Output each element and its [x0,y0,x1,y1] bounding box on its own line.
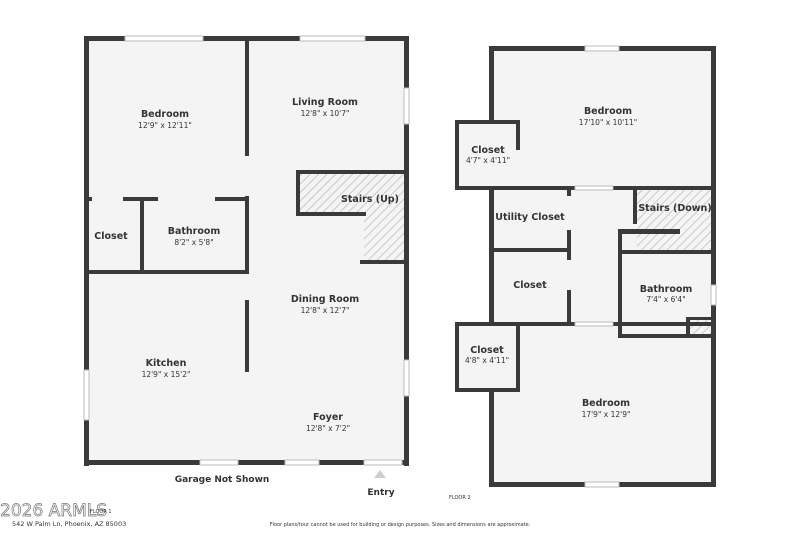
entry-arrow-icon [374,470,386,478]
room-name: Closet [513,280,547,291]
room-name: Utility Closet [495,212,565,223]
room-name: Bedroom [141,109,189,120]
floor-1: Bedroom 12'9" x 12'11" Living Room 12'8"… [83,35,410,498]
room-dims: 17'10" x 10'11" [579,118,637,127]
garage-note: Garage Not Shown [175,475,270,485]
disclaimer: Floor plans/tour cannot be used for buil… [270,522,531,528]
room-dims: 12'9" x 15'2" [142,370,191,379]
room-name: Closet [471,145,505,156]
room-name: Living Room [292,97,358,108]
room-dims: 12'8" x 7'2" [306,424,350,433]
room-name: Foyer [313,412,343,423]
room-name: Stairs (Up) [341,194,399,205]
room-name: Bathroom [640,284,693,295]
floor-2-label: FLOOR 2 [449,495,471,501]
room-dims: 4'7" x 4'11" [466,156,510,165]
room-dims: 17'9" x 12'9" [582,410,631,419]
stairs-up-hatch [300,174,407,214]
room-name: Bedroom [584,106,632,117]
room-dims: 8'2" x 5'8" [174,238,213,247]
room-name: Bedroom [582,398,630,409]
room-name: Closet [94,231,128,242]
room-name: Dining Room [291,294,359,305]
room-dims: 12'9" x 12'11" [138,121,192,130]
room-name: Stairs (Down) [638,203,711,214]
room-dims: 7'4" x 6'4" [646,295,685,304]
floor-1-label: FLOOR 1 [90,509,112,515]
room-name: Bathroom [168,226,221,237]
room-dims: 12'8" x 12'7" [301,306,350,315]
entry-label: Entry [367,488,394,498]
watermark: 2026 ARMLS [0,501,107,521]
floor-2: Bedroom 17'10" x 10'11" Closet 4'7" x 4'… [449,45,717,501]
room-name: Closet [470,345,504,356]
room-name: Kitchen [146,358,187,369]
room-dims: 12'8" x 10'7" [301,109,350,118]
room-dims: 4'8" x 4'11" [465,356,509,365]
address: 542 W Palm Ln, Phoenix, AZ 85003 [12,520,126,528]
